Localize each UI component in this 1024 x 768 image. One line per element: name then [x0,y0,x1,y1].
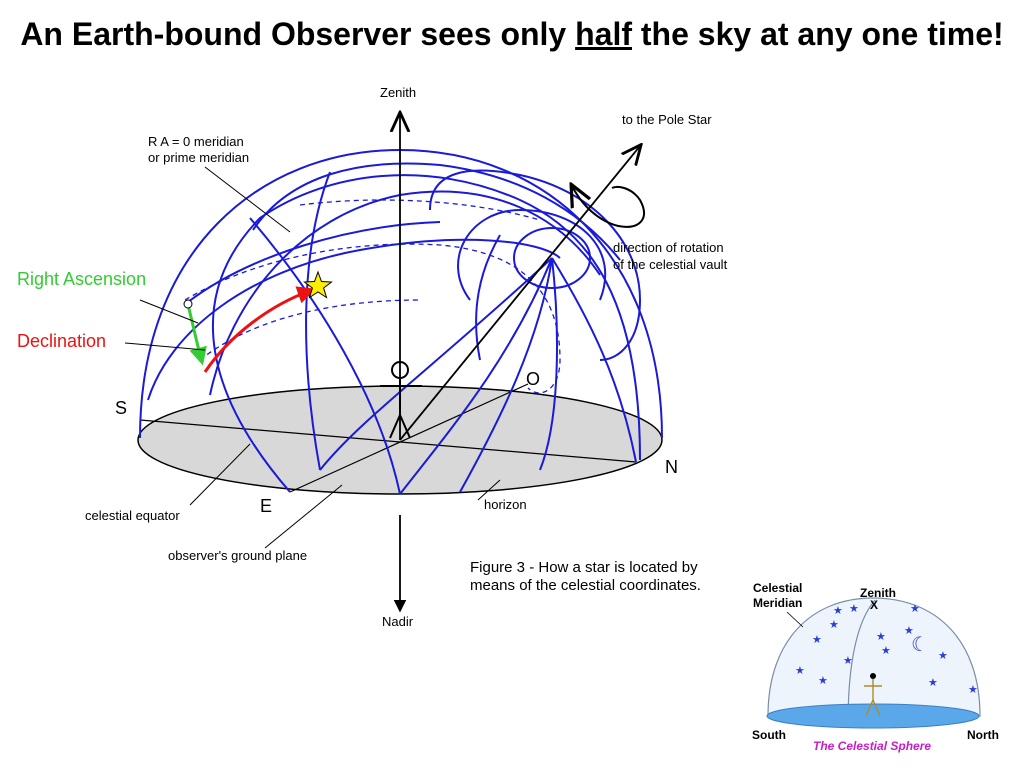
observer-figure [380,361,422,439]
inset-caption: The Celestial Sphere [813,739,931,753]
pole-star-label: to the Pole Star [622,112,712,127]
rotation-label-line1: direction of rotation [613,240,724,255]
inset-celestial-meridian-1: Celestial [753,581,802,595]
inset-south-label: South [752,728,786,742]
svg-text:★: ★ [843,654,853,667]
moon-icon: ☾ [911,632,929,656]
figure-caption-line2: means of the celestial coordinates. [470,577,701,594]
declination-arc [203,286,316,373]
south-label: S [115,398,127,418]
figure-caption-line1: Figure 3 - How a star is located by [470,559,698,576]
ra0-label-line1: R A = 0 meridian [148,134,244,149]
svg-text:★: ★ [904,624,914,637]
horizon-label: horizon [484,497,527,512]
svg-text:★: ★ [910,602,920,615]
svg-text:★: ★ [795,664,805,677]
inset-celestial-meridian-2: Meridian [753,596,802,610]
star-icon [303,270,333,299]
title-part-1: An Earth-bound Observer sees only [20,16,576,52]
slide-title: An Earth-bound Observer sees only half t… [0,16,1024,53]
hidden-grid-lines [184,199,561,394]
inset-celestial-sphere: ★★ ★★ ★★ ★★ ★★ ★★ ★★ ☾ X Celestial Merid… [752,581,999,753]
inset-meridian-line [847,599,876,725]
inset-zenith-mark: X [870,598,878,612]
ground-plane-label: observer's ground plane [168,548,307,563]
title-emphasis: half [575,16,632,52]
celestial-equator-label: celestial equator [85,508,180,523]
inset-observer [864,673,882,717]
svg-text:★: ★ [876,630,886,643]
leader-lines [124,166,501,549]
svg-text:★: ★ [833,604,843,617]
nadir-label: Nadir [382,614,414,629]
inset-dome [767,597,981,717]
inset-north-label: North [967,728,999,742]
svg-text:★: ★ [818,674,828,687]
rotation-arrow [572,186,645,228]
ra0-label-line2: or prime meridian [148,150,249,165]
svg-text:★: ★ [881,644,891,657]
declination-label: Declination [17,331,106,351]
svg-text:★: ★ [938,649,948,662]
east-label: E [260,496,272,516]
title-part-2: the sky at any one time! [632,16,1004,52]
right-ascension-label: Right Ascension [17,269,146,289]
right-ascension-arc [186,304,207,366]
inset-ground [766,703,980,729]
inset-zenith-label: Zenith [860,586,896,600]
pole-axis [399,146,640,441]
inset-stars: ★★ ★★ ★★ ★★ ★★ ★★ ★★ [795,602,978,696]
rotation-label-line2: of the celestial vault [613,257,728,272]
ra-origin-marker [183,299,193,309]
svg-text:★: ★ [849,602,859,615]
svg-text:★: ★ [968,683,978,696]
observer-o-label: O [526,369,540,389]
north-label: N [665,457,678,477]
zenith-label: Zenith [380,85,416,100]
svg-text:★: ★ [812,633,822,646]
svg-text:★: ★ [829,618,839,631]
svg-text:★: ★ [928,676,938,689]
inset-meridian-leader [786,611,804,628]
